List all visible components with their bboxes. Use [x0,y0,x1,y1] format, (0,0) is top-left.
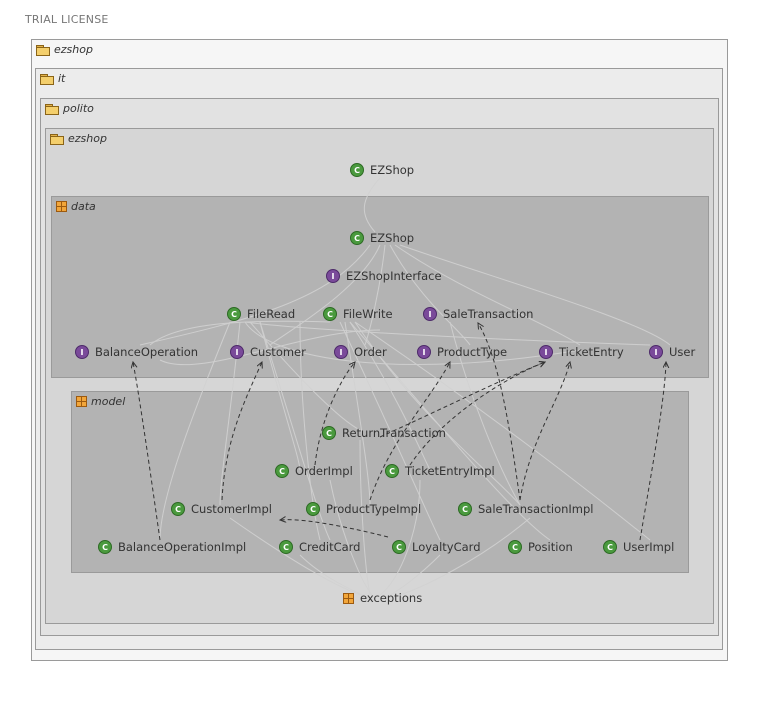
package-label: ezshop [54,43,93,56]
package-grid-icon [343,592,354,604]
package-label: ezshop [68,132,107,145]
class-badge-icon: C [385,464,399,478]
class-badge-icon: C [322,426,336,440]
interface-badge-icon: I [423,307,437,321]
interface-badge-icon: I [326,269,340,283]
package-exceptions[interactable]: exceptions [343,591,422,605]
folder-open-icon [40,73,54,85]
package-data[interactable]: data [51,196,709,378]
class-badge-icon: C [603,540,617,554]
package-grid-icon [56,201,67,212]
package-label: model [91,395,126,408]
interface-badge-icon: I [334,345,348,359]
package-grid-icon [76,396,87,407]
folder-open-icon [50,133,64,145]
package-model[interactable]: model [71,391,689,573]
class-badge-icon: C [392,540,406,554]
interface-badge-icon: I [230,345,244,359]
class-badge-icon: C [306,502,320,516]
trial-license-banner: TRIAL LICENSE [25,13,109,26]
class-badge-icon: C [350,231,364,245]
package-label: data [71,200,96,213]
interface-badge-icon: I [539,345,553,359]
class-badge-icon: C [323,307,337,321]
interface-badge-icon: I [75,345,89,359]
package-label: it [58,72,66,85]
folder-open-icon [36,44,50,56]
folder-open-icon [45,103,59,115]
class-badge-icon: C [350,163,364,177]
class-badge-icon: C [227,307,241,321]
class-badge-icon: C [279,540,293,554]
class-badge-icon: C [458,502,472,516]
class-badge-icon: C [275,464,289,478]
class-badge-icon: C [98,540,112,554]
interface-badge-icon: I [649,345,663,359]
package-label: polito [63,102,94,115]
interface-badge-icon: I [417,345,431,359]
class-badge-icon: C [508,540,522,554]
class-badge-icon: C [171,502,185,516]
